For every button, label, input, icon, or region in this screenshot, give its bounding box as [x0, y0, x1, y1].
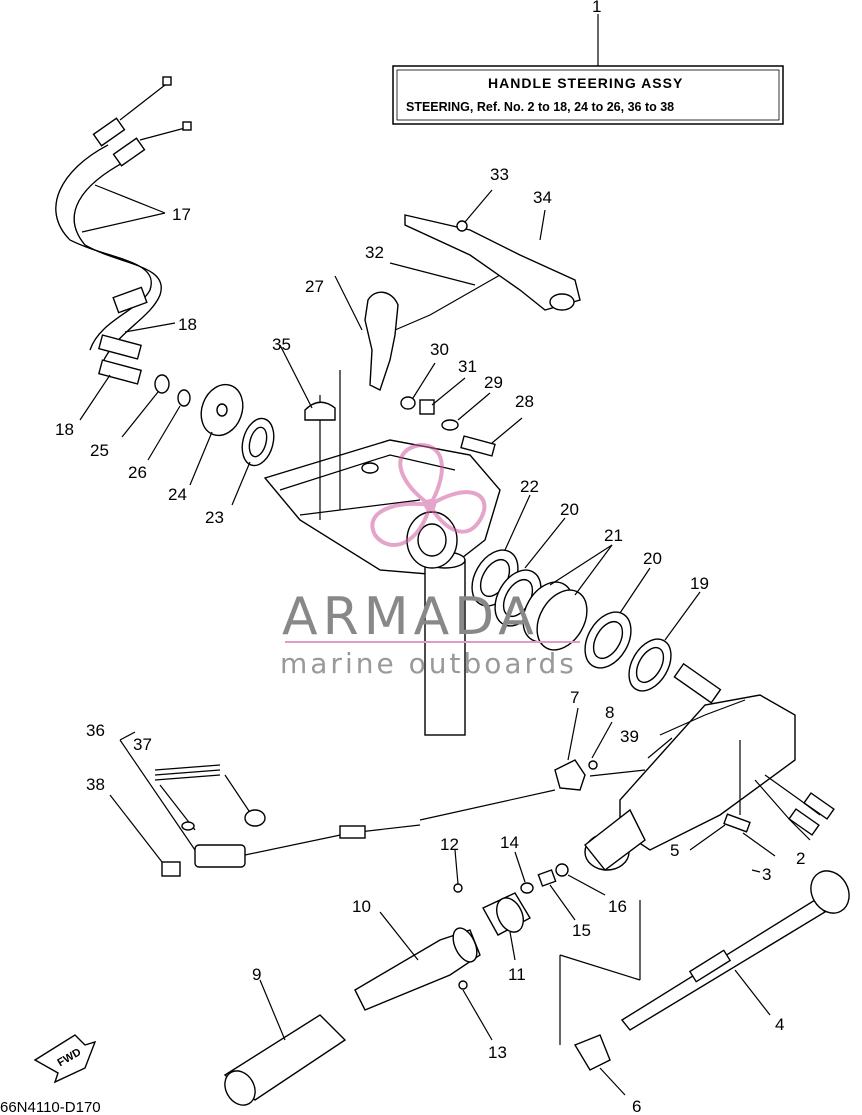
callout-38: 38	[86, 775, 105, 794]
callout-10: 10	[352, 897, 371, 916]
callout-6: 6	[632, 1097, 641, 1115]
callout-20: 20	[560, 500, 579, 519]
callout-26: 26	[128, 463, 147, 482]
friction-washers	[471, 494, 701, 692]
callout-20-lower: 20	[643, 549, 662, 568]
fwd-arrow: FWD	[33, 1034, 97, 1084]
callout-21: 21	[604, 526, 623, 545]
callout-33: 33	[490, 165, 509, 184]
callout-37: 37	[133, 735, 152, 754]
callout-1: 1	[592, 0, 601, 16]
callout-32: 32	[365, 243, 384, 262]
callout-30: 30	[430, 340, 449, 359]
callout-34: 34	[533, 188, 552, 207]
callout-31: 31	[458, 357, 477, 376]
throttle-shaft	[573, 870, 850, 1096]
throttle-grip	[223, 979, 347, 1106]
drawing-code: 66N4110-D170	[0, 1099, 101, 1115]
callout-13: 13	[488, 1043, 507, 1062]
callout-39: 39	[620, 727, 639, 746]
callout-28: 28	[515, 392, 534, 411]
watermark-brand: ARMADA	[282, 587, 539, 647]
cable-grommet-parts	[121, 374, 275, 506]
callout-36: 36	[86, 721, 105, 740]
callout-15: 15	[572, 921, 591, 940]
shift-lever-linkage	[334, 189, 581, 457]
title-line-1: HANDLE STEERING ASSY	[488, 75, 683, 91]
callout-17: 17	[172, 205, 191, 224]
title-block: 1 HANDLE STEERING ASSY STEERING, Ref. No…	[392, 0, 784, 125]
callout-18-lower: 18	[55, 420, 74, 439]
callout-18: 18	[178, 315, 197, 334]
callout-23: 23	[205, 508, 224, 527]
callout-35: 35	[272, 335, 291, 354]
callout-25: 25	[90, 441, 109, 460]
stop-switch-parts	[419, 707, 646, 821]
watermark-tagline: marine outboards	[280, 647, 577, 680]
callout-27: 27	[305, 277, 324, 296]
grip-and-throttle-parts	[354, 849, 606, 1041]
title-line-2: STEERING, Ref. No. 2 to 18, 24 to 26, 36…	[406, 100, 674, 114]
callout-5: 5	[670, 841, 679, 860]
lanyard-parts	[109, 731, 421, 877]
callout-7: 7	[570, 688, 579, 707]
callout-8: 8	[605, 703, 614, 722]
callout-2: 2	[796, 849, 805, 868]
callout-4: 4	[775, 1015, 784, 1034]
throttle-cables	[55, 76, 192, 421]
callout-12: 12	[440, 835, 459, 854]
callout-11: 11	[508, 965, 526, 984]
callout-16: 16	[608, 897, 627, 916]
callout-29: 29	[484, 373, 503, 392]
watermark-logo	[370, 442, 487, 547]
callout-19: 19	[690, 574, 709, 593]
callout-3: 3	[762, 865, 771, 884]
callout-24: 24	[168, 485, 187, 504]
callout-22: 22	[520, 477, 539, 496]
callout-14: 14	[500, 833, 519, 852]
callout-9: 9	[252, 965, 261, 984]
callout-labels: 2 3 4 5 6 7 8 9 10 11 12 13 14 15 16 17 …	[55, 165, 805, 1115]
steering-handle-body	[559, 662, 835, 1045]
